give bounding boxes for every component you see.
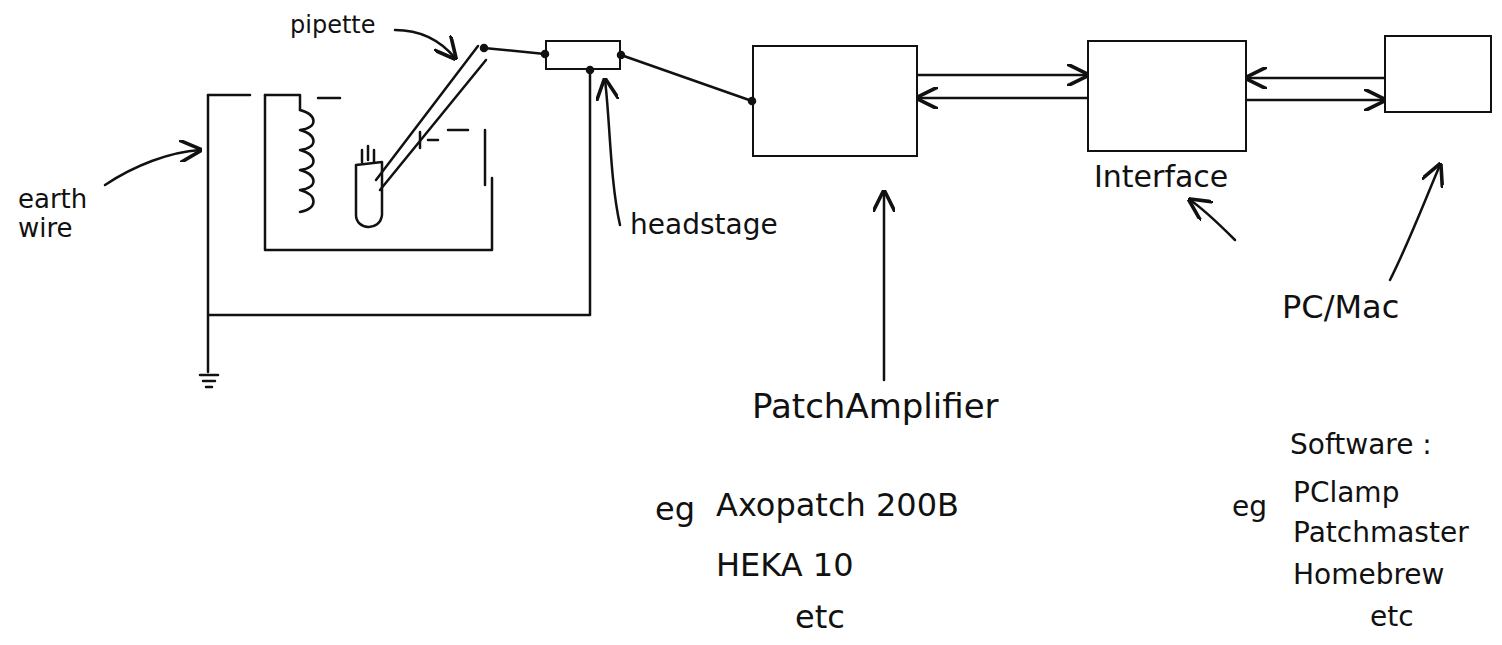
amplifier-box	[752, 45, 918, 157]
pipette	[376, 46, 486, 190]
interface-box	[1087, 40, 1247, 152]
pipette-wire	[484, 48, 545, 54]
note-text: eg	[655, 492, 695, 527]
solution-marks	[362, 146, 374, 162]
junction-dot	[618, 52, 624, 58]
note-text: HEKA 10	[716, 548, 853, 583]
leader-arrow	[1390, 165, 1440, 280]
note-text: Axopatch 200B	[716, 488, 959, 523]
node-label: Interface	[1094, 160, 1228, 193]
note-text: Homebrew	[1293, 560, 1444, 591]
bath-coil	[300, 110, 314, 212]
signal-connector	[621, 55, 752, 101]
note-text: Software :	[1290, 430, 1432, 461]
note-text: Patchmaster	[1293, 518, 1469, 549]
earth-wire-top	[208, 94, 250, 97]
cell	[356, 162, 382, 227]
leader-arrow	[1190, 200, 1235, 240]
signal-connector	[1247, 99, 1384, 102]
headstage-box	[545, 40, 621, 70]
part-label: pipette	[290, 12, 376, 38]
node-label: PatchAmplifier	[752, 388, 999, 425]
note-text: etc	[795, 600, 845, 635]
bath-electrode	[265, 95, 300, 110]
node-label: headstage	[630, 210, 778, 241]
note-text: eg	[1232, 492, 1267, 523]
bath-electrode-tail	[318, 97, 340, 100]
leader-arrow	[395, 30, 455, 58]
bath-chamber-wall	[484, 130, 487, 185]
node-label: PC/Mac	[1282, 290, 1399, 325]
earth-wire	[208, 70, 590, 372]
signal-connector	[918, 74, 1087, 77]
ground-symbol	[200, 375, 218, 387]
computer-box	[1384, 35, 1492, 113]
part-label: earth wire	[18, 185, 108, 242]
bath-chamber	[265, 95, 492, 250]
leader-arrow	[105, 150, 200, 185]
note-text: etc	[1370, 602, 1414, 633]
signal-connector	[918, 97, 1087, 100]
signal-connector	[1247, 77, 1384, 80]
note-text: PClamp	[1293, 478, 1399, 509]
leader-arrow	[883, 192, 886, 380]
leader-arrow	[605, 80, 620, 225]
